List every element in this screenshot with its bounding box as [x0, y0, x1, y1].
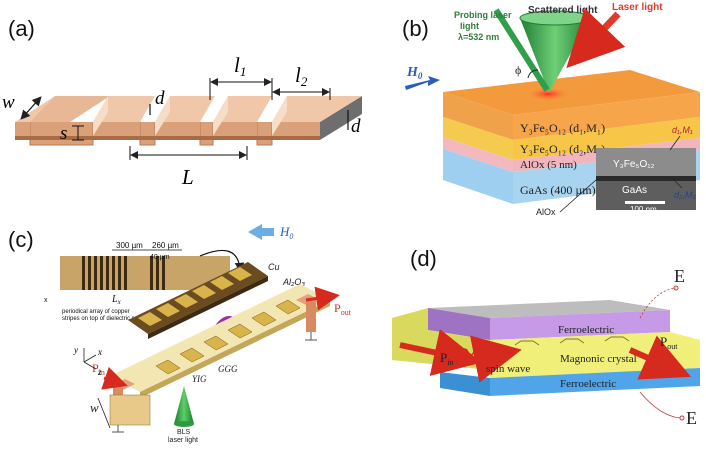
phi-label: ϕ [515, 63, 521, 77]
stack-top [443, 70, 700, 115]
layer4-text: GaAs (400 µm) [520, 183, 596, 197]
svg-text:Probing laser: Probing laser [454, 10, 512, 20]
inset-yig-text: Y₃Fe₅O₁₂ [613, 159, 655, 170]
w-label-c: w [90, 400, 99, 415]
magnonic-text: Magnonic crystal [560, 353, 637, 365]
spin-wave-text: spin wave [486, 363, 530, 375]
label-d-top: d [155, 88, 165, 109]
ggg-label: GGG [218, 364, 238, 374]
scalebar-text: 100 nm [630, 205, 657, 214]
axis-z: z [97, 367, 102, 377]
spin-wave-arrow [469, 335, 522, 383]
h0-label: H0 [406, 65, 423, 81]
laser-text: Laser light [612, 2, 663, 13]
axis-x: x [97, 347, 102, 357]
pin-label-d: Pin [440, 350, 453, 367]
dim-260: 260 µm [152, 241, 179, 250]
svg-text:light: light [460, 21, 479, 31]
photo-stripes [82, 256, 165, 290]
substrate-end [320, 96, 362, 140]
layer-yig2 [513, 117, 700, 160]
e-top-label: E [674, 266, 685, 286]
inset-alox-text: AlOx [536, 207, 556, 217]
photo-axis-x: x [44, 297, 48, 304]
panel-a: (a) w d s [2, 16, 362, 189]
ferro-top [490, 310, 670, 340]
h0-arrow [405, 76, 440, 90]
al2o3-label: Al₂O₃ [282, 277, 305, 287]
axes-c [83, 348, 97, 370]
pout-label-c: Pout [334, 301, 352, 317]
h0-label-c: H0 [279, 224, 293, 241]
bls-line1: BLS [177, 429, 191, 436]
layer1-text: Y₃Fe₅O₁₂ (d₁,M₁) [520, 121, 605, 135]
label-d-right: d [351, 116, 361, 137]
caption-line2: stripes on top of dielectric substrate [62, 316, 157, 322]
ferro-top-text: Ferroelectric [558, 324, 614, 336]
substrate-end-block [109, 394, 151, 426]
panel-c-label: (c) [8, 227, 34, 252]
dim-40: 40 µm [150, 254, 170, 261]
e-bottom-label: E [686, 408, 697, 428]
inset-d1-text: d₁,M₁ [672, 125, 693, 135]
pin-arrow-d [399, 328, 482, 376]
label-l2: l2 [295, 63, 308, 89]
dim-300: 300 µm [116, 241, 143, 250]
yig-label: YIG [192, 374, 207, 384]
label-L: L [181, 165, 194, 189]
panel-d: (d) Ferroelectric Magnonic crystal Ferro… [392, 246, 700, 428]
inset-d2-text: d₂,M₂ [674, 190, 696, 200]
panel-b-label: (b) [402, 16, 429, 41]
layer2-text: Y₃Fe₅O₁₂ (d₂,M₂) [520, 142, 605, 156]
cu-label: Cu [268, 262, 280, 272]
stripes-board [128, 262, 268, 334]
layer-yig1 [513, 92, 700, 140]
h0-arrow-c [248, 224, 274, 240]
laser-beam [566, 8, 626, 69]
panel-d-label: (d) [410, 246, 437, 271]
bls-cone [174, 386, 194, 424]
label-s: s [60, 123, 67, 144]
axis-y: y [73, 345, 78, 355]
yig-stripes [155, 299, 301, 375]
ferro-bottom-text: Ferroelectric [560, 378, 616, 390]
caption-line1: periodical array of copper [62, 309, 130, 315]
probe-beam [493, 8, 550, 92]
pout-arrow-d [628, 335, 691, 380]
lx-label: Lx [111, 294, 122, 306]
scattered-text: Scattered light [528, 5, 598, 16]
bls-line2: laser light [168, 437, 198, 444]
inset-gaas-text: GaAs [622, 185, 647, 196]
label-l1: l1 [234, 53, 246, 79]
label-w: w [2, 92, 15, 113]
panel-c: (c) 300 µm 260 µm 40 µm Lx periodical ar… [8, 224, 352, 444]
probe-text: λ=532 nm [458, 32, 499, 42]
layer3-text: AlOx (5 nm) [520, 159, 577, 171]
pout-label-d: Pout [660, 334, 678, 351]
top-plate [428, 300, 670, 318]
panel-b: (b) Y₃Fe₅O₁₂ (d₁,M₁) Y₃Fe₅O₁₂ (d₂,M₂) Al… [402, 2, 700, 217]
panel-a-label: (a) [8, 16, 35, 41]
copper-stripes [138, 267, 252, 326]
